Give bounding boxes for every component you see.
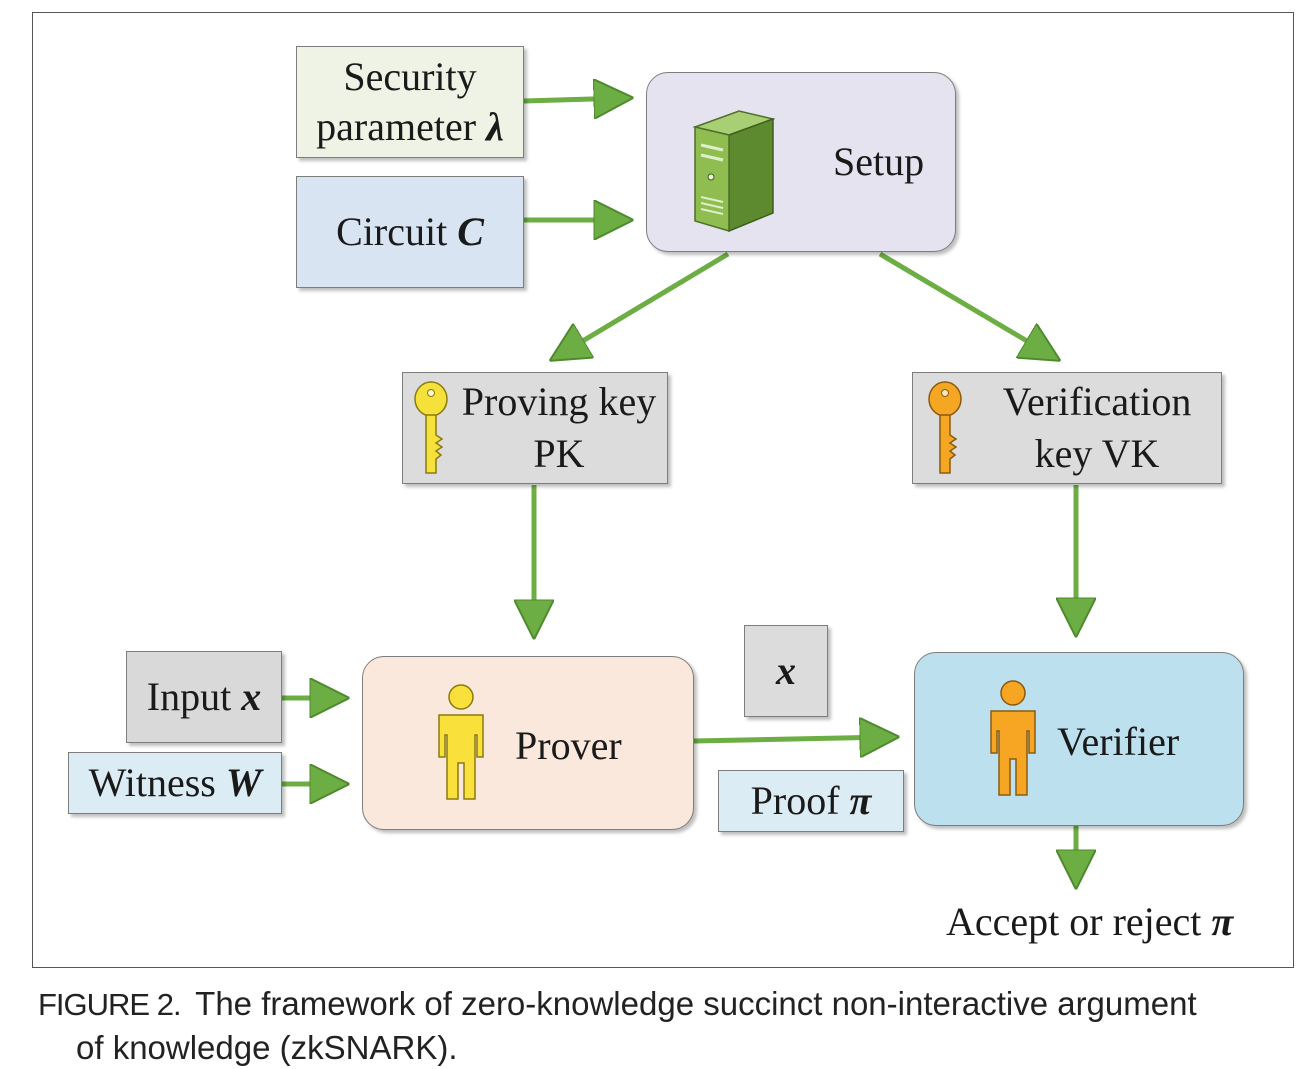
security-parameter-box: Security parameter λ <box>296 46 524 158</box>
circuit-symbol: C <box>457 209 484 254</box>
witness-box: Witness W <box>68 752 282 814</box>
proof-box: Proof π <box>718 770 904 832</box>
setup-box: Setup <box>646 72 956 252</box>
figure-frame <box>32 12 1294 968</box>
person-icon <box>990 680 1036 796</box>
arrow-security-to-setup <box>523 98 626 101</box>
result-label: Accept or reject π <box>946 899 1234 944</box>
circuit-box: Circuit C <box>296 176 524 288</box>
key-icon <box>414 381 448 474</box>
witness-label: Witness <box>88 760 216 805</box>
key-icon <box>928 381 962 474</box>
proving-key-box: Proving key PK <box>402 372 668 484</box>
input-label: Input <box>146 674 232 719</box>
result-symbol: π <box>1211 899 1234 944</box>
proof-label: Proof <box>750 778 840 823</box>
verification-key-box: Verification key VK <box>912 372 1222 484</box>
setup-label: Setup <box>833 139 925 184</box>
server-icon <box>692 110 776 233</box>
circuit-label: Circuit <box>336 209 448 254</box>
verifier-label: Verifier <box>1057 719 1180 764</box>
security-line1: Security <box>343 54 477 99</box>
proof-symbol: π <box>849 778 872 823</box>
figure-caption: FIGURE 2. The framework of zero-knowledg… <box>38 982 1288 1069</box>
public-input-symbol: x <box>776 648 796 693</box>
lambda-symbol: λ <box>486 104 504 149</box>
proving-key-line2: PK <box>533 431 585 476</box>
security-line2: parameter λ <box>316 104 504 149</box>
caption-label: FIGURE 2. <box>38 987 182 1022</box>
verification-key-line1: Verification <box>1002 379 1192 424</box>
person-icon <box>438 684 484 800</box>
prover-label: Prover <box>515 723 622 768</box>
arrow-setup-to-verification-key <box>878 251 1054 357</box>
witness-symbol: W <box>225 760 262 805</box>
input-box: Input x <box>126 651 282 743</box>
caption-text-line1: The framework of zero-knowledge succinct… <box>195 985 1197 1022</box>
arrow-setup-to-proving-key <box>556 251 730 357</box>
input-symbol: x <box>241 674 262 719</box>
verifier-box: Verifier <box>914 652 1244 826</box>
public-input-box: x <box>744 625 828 717</box>
proving-key-line1: Proving key <box>461 379 657 424</box>
prover-box: Prover <box>362 656 694 830</box>
verification-key-line2: key VK <box>1034 431 1160 476</box>
caption-text-line2: of knowledge (zkSNARK). <box>76 1028 458 1066</box>
arrow-prover-to-verifier <box>693 737 892 741</box>
